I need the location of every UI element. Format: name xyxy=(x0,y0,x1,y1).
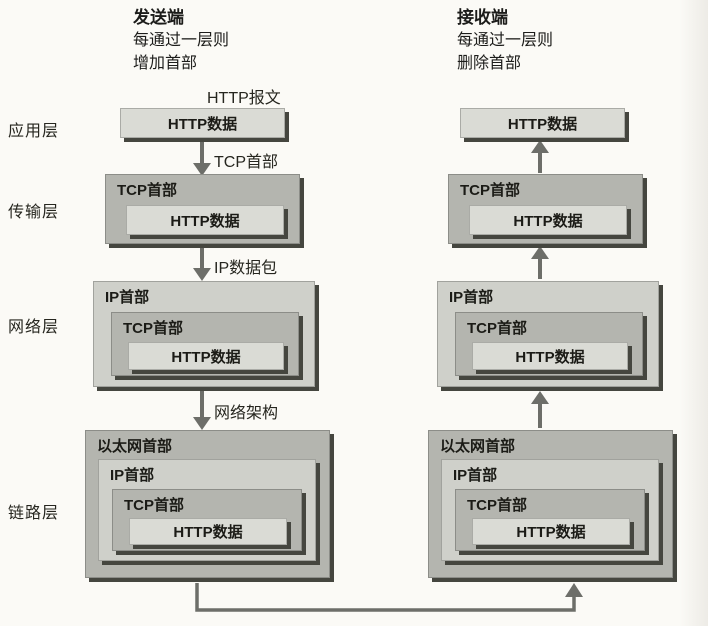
receiver-network-http-data-box: HTTP数据 xyxy=(472,342,628,370)
tcp-header-label: TCP首部 xyxy=(467,320,528,337)
receiver-link-ethernet-header-box: 以太网首部 IP首部 TCP首部 HTTP数据 xyxy=(428,430,673,578)
ip-header-label: IP首部 xyxy=(449,289,494,306)
arrow-label-ip-packet: IP数据包 xyxy=(214,260,278,277)
tcp-header-label: TCP首部 xyxy=(460,182,521,199)
layer-label-network: 网络层 xyxy=(8,319,60,336)
sender-network-http-data-box: HTTP数据 xyxy=(128,342,284,370)
tcp-header-label: TCP首部 xyxy=(117,182,178,199)
sender-network-tcp-header-box: TCP首部 HTTP数据 xyxy=(111,312,299,376)
sender-transport-tcp-header-box: TCP首部 HTTP数据 xyxy=(105,174,300,244)
sender-arrow-transport-to-network xyxy=(193,248,211,281)
tcp-header-label: TCP首部 xyxy=(123,320,184,337)
sender-application-http-data-box: HTTP数据 xyxy=(120,108,285,138)
sender-arrow-application-to-transport xyxy=(193,141,211,176)
sender-link-http-data-box: HTTP数据 xyxy=(129,518,287,545)
sender-network-ip-header-box: IP首部 TCP首部 HTTP数据 xyxy=(93,281,315,387)
sender-link-ip-header-box: IP首部 TCP首部 HTTP数据 xyxy=(98,459,316,561)
receiver-title: 接收端 xyxy=(457,8,508,27)
receiver-link-http-data-box: HTTP数据 xyxy=(472,518,630,545)
receiver-link-tcp-header-box: TCP首部 HTTP数据 xyxy=(455,489,645,551)
sender-title: 发送端 xyxy=(133,8,184,27)
receiver-transport-tcp-header-box: TCP首部 HTTP数据 xyxy=(448,174,643,244)
sender-link-tcp-header-box: TCP首部 HTTP数据 xyxy=(112,489,302,551)
receiver-arrow-link-to-network xyxy=(531,391,549,428)
receiver-subtitle-line1: 每通过一层则 xyxy=(457,32,554,49)
sender-subtitle-line2: 增加首部 xyxy=(133,55,198,72)
receiver-transport-http-data-box: HTTP数据 xyxy=(469,205,627,235)
sender-transport-http-data-box: HTTP数据 xyxy=(126,205,284,235)
tcp-header-label: TCP首部 xyxy=(124,497,185,514)
layer-label-transport: 传输层 xyxy=(8,204,60,221)
ip-header-label: IP首部 xyxy=(453,467,498,484)
layer-label-link: 链路层 xyxy=(8,505,60,522)
arrow-label-http-message: HTTP报文 xyxy=(207,90,281,107)
receiver-link-ip-header-box: IP首部 TCP首部 HTTP数据 xyxy=(441,459,659,561)
sender-subtitle-line1: 每通过一层则 xyxy=(133,32,230,49)
receiver-network-tcp-header-box: TCP首部 HTTP数据 xyxy=(455,312,643,376)
bottom-transmission-connector xyxy=(195,583,583,612)
layer-label-application: 应用层 xyxy=(8,123,60,140)
receiver-network-ip-header-box: IP首部 TCP首部 HTTP数据 xyxy=(437,281,659,387)
sender-link-ethernet-header-box: 以太网首部 IP首部 TCP首部 HTTP数据 xyxy=(85,430,330,578)
receiver-arrow-transport-to-application xyxy=(531,140,549,173)
ethernet-header-label: 以太网首部 xyxy=(97,438,173,455)
arrow-label-tcp-header: TCP首部 xyxy=(214,154,279,171)
arrow-label-network-architecture: 网络架构 xyxy=(214,405,279,422)
ethernet-header-label: 以太网首部 xyxy=(440,438,516,455)
receiver-arrow-network-to-transport xyxy=(531,246,549,279)
sender-arrow-network-to-link xyxy=(193,391,211,430)
tcp-header-label: TCP首部 xyxy=(467,497,528,514)
ip-header-label: IP首部 xyxy=(110,467,155,484)
receiver-subtitle-line2: 删除首部 xyxy=(457,55,522,72)
ip-header-label: IP首部 xyxy=(105,289,150,306)
receiver-application-http-data-box: HTTP数据 xyxy=(460,108,625,138)
